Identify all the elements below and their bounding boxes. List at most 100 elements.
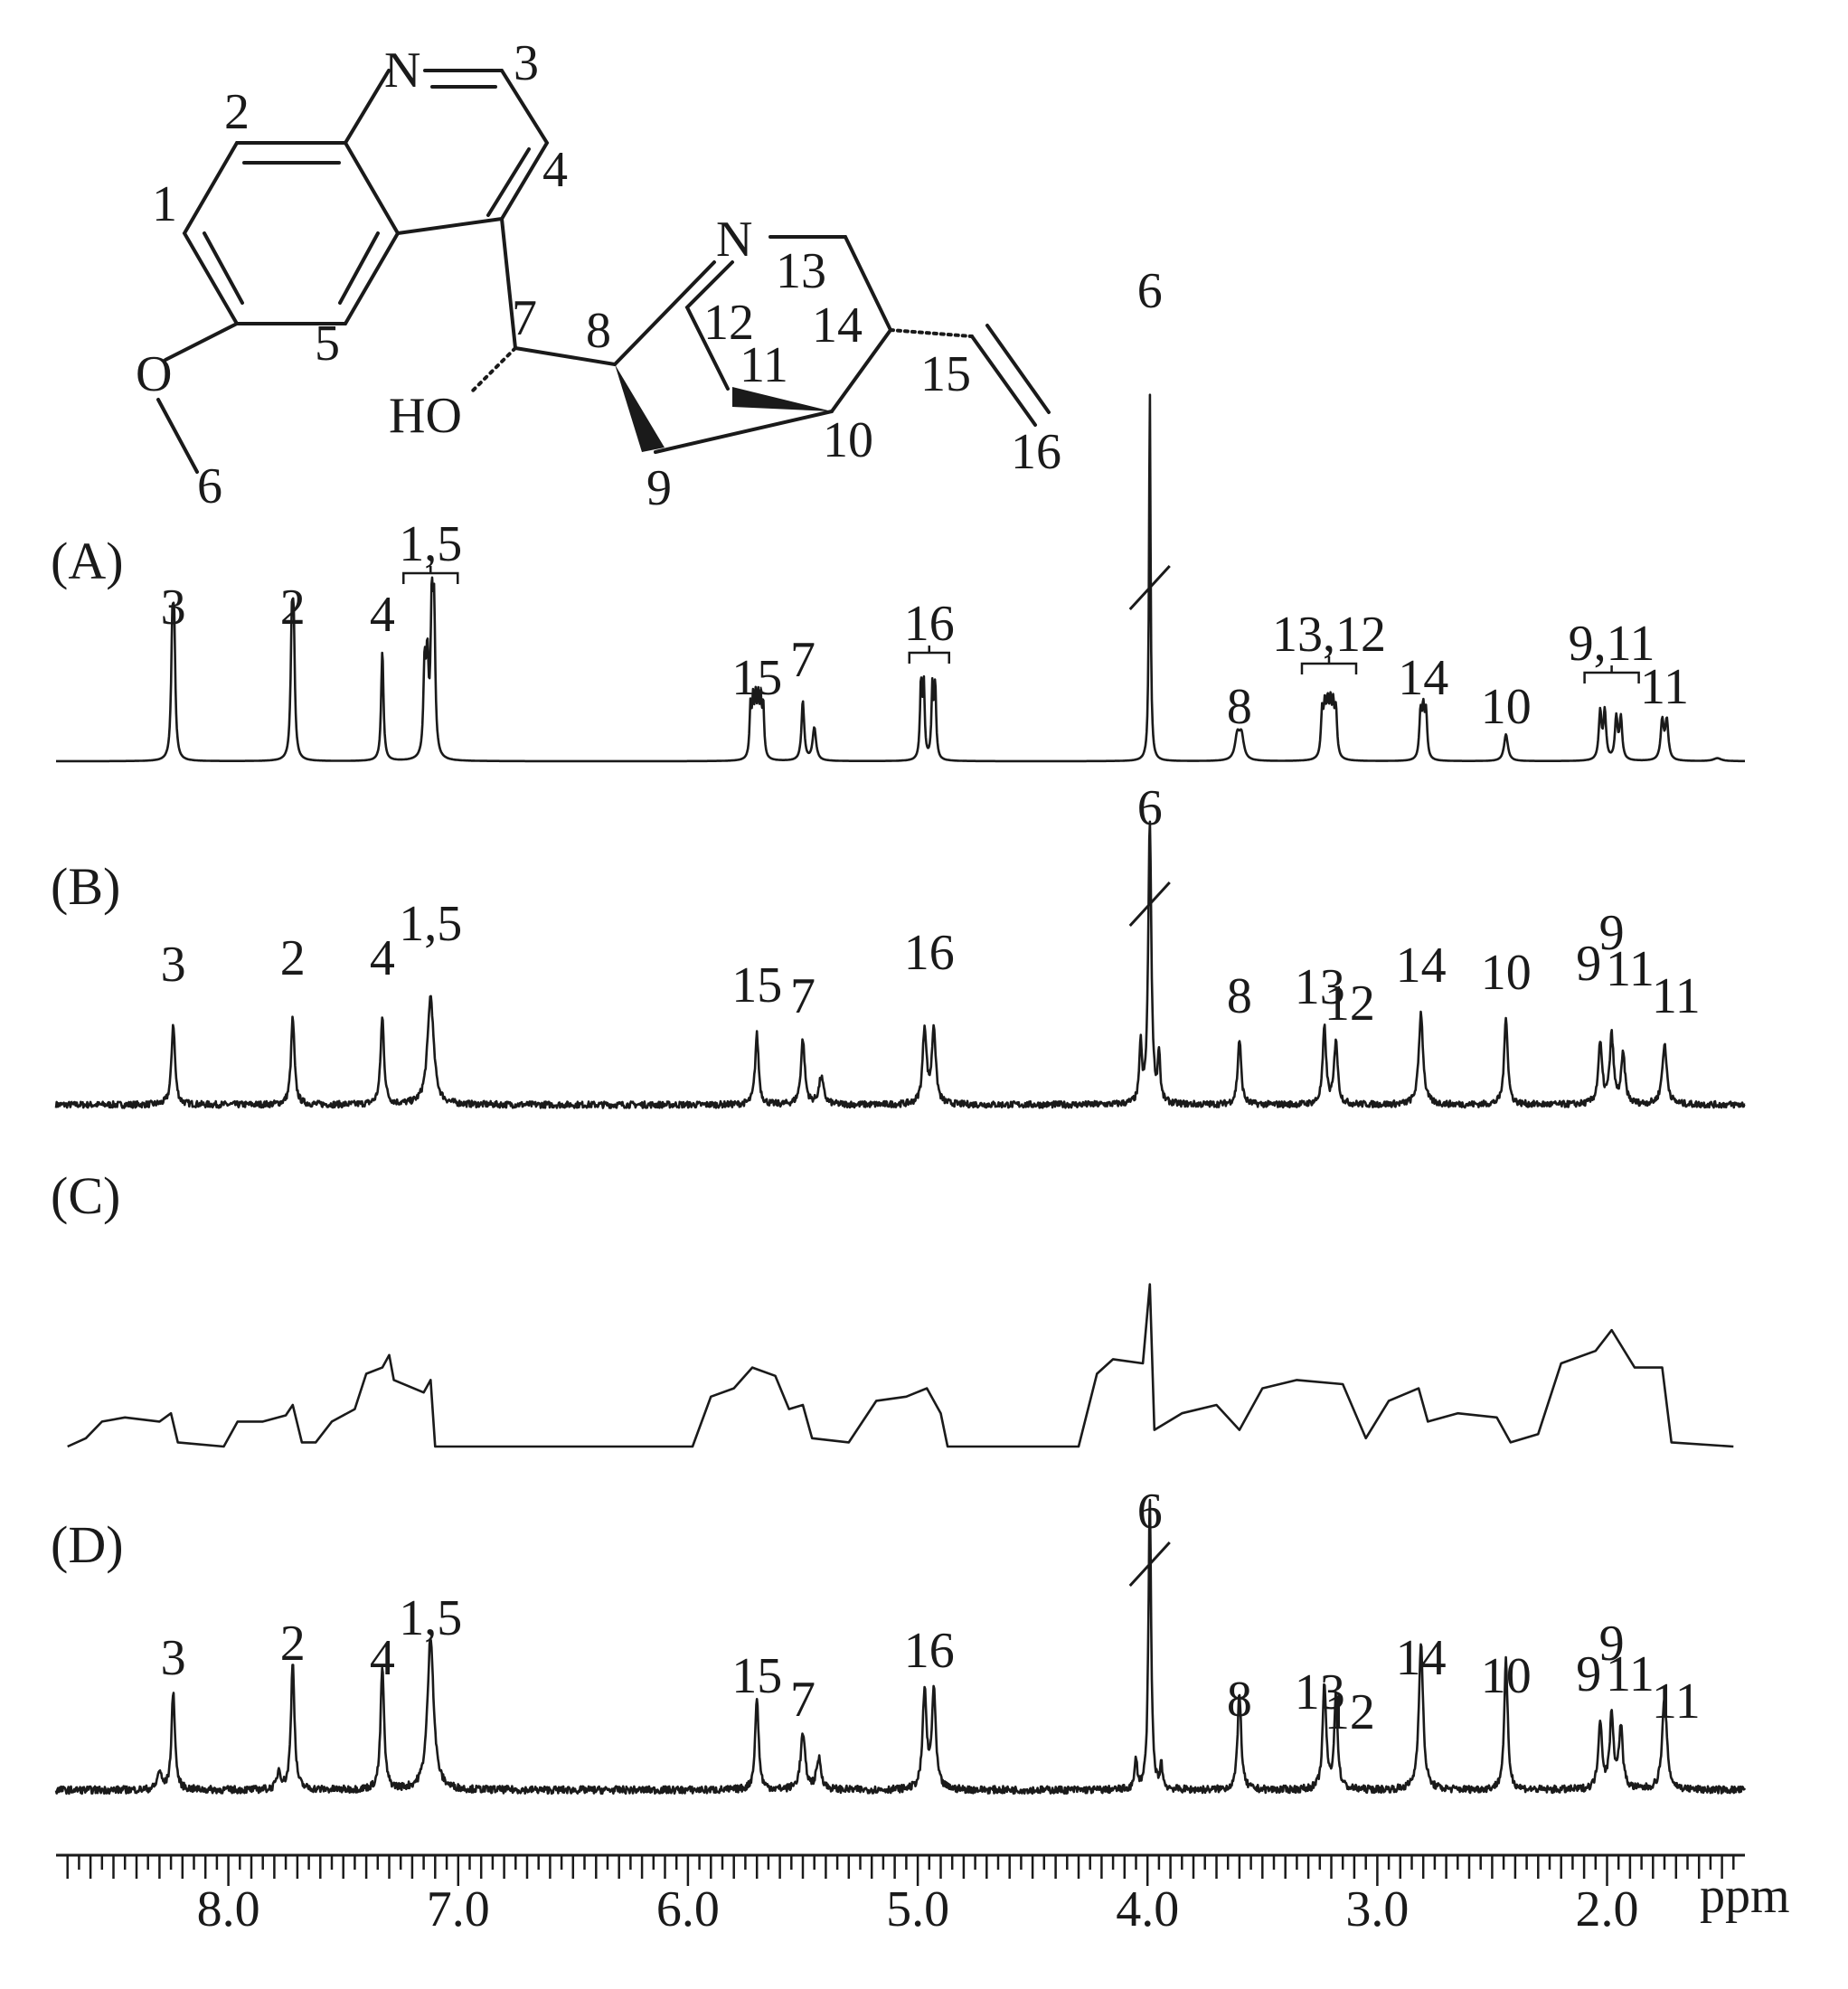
position-number: 1 — [152, 176, 177, 232]
bond — [203, 231, 244, 305]
peak-bracket — [908, 646, 951, 664]
peak-label: 9 — [1576, 1646, 1601, 1702]
peak-label: 15 — [731, 1648, 782, 1704]
peak-label: 3 — [161, 580, 186, 636]
spectrum-trace-b — [54, 820, 1746, 1109]
peak-label: 3 — [161, 1630, 186, 1686]
peak-label: 11 — [1606, 1646, 1655, 1702]
peak-label: 12 — [1325, 1684, 1375, 1740]
peak-label: 1,5 — [399, 896, 462, 952]
bond — [156, 398, 199, 474]
peak-label: 3 — [161, 937, 186, 993]
x-tick-label: 4.0 — [1116, 1881, 1179, 1937]
peak-label: 12 — [1325, 976, 1375, 1032]
spectrum-trace-d — [54, 1498, 1747, 1796]
bond — [338, 231, 380, 305]
panel-label-c: (C) — [51, 1166, 120, 1225]
atom-hydroxyl: HO — [389, 388, 462, 444]
position-number: 5 — [315, 316, 340, 372]
position-number: 14 — [812, 297, 863, 353]
peak-label: 11 — [1652, 968, 1701, 1024]
peak-label: 11 — [1606, 941, 1655, 997]
position-number: 7 — [512, 290, 537, 346]
peak-label: 16 — [904, 925, 955, 981]
peak-bracket — [402, 566, 459, 584]
peak-label: 4 — [370, 1630, 395, 1686]
peak-label: 8 — [1227, 1672, 1252, 1728]
peak-label: 16 — [904, 596, 955, 652]
peak-label: 8 — [1227, 679, 1252, 735]
peak-label: 10 — [1481, 1648, 1532, 1704]
x-tick-label: 7.0 — [427, 1881, 490, 1937]
peak-label: 15 — [731, 650, 782, 706]
peak-label: 7 — [790, 968, 816, 1024]
peak-label: 8 — [1227, 968, 1252, 1024]
bond — [396, 69, 550, 235]
peak-label: 10 — [1481, 945, 1532, 1001]
peak-label: 14 — [1396, 1630, 1447, 1686]
peak-label: 9 — [1576, 936, 1601, 992]
bond — [889, 328, 974, 338]
spectra-group — [54, 393, 1747, 1796]
bond — [344, 69, 391, 145]
bond — [514, 346, 617, 366]
bond — [970, 335, 1037, 427]
atom-n-quinuclidine: N — [716, 212, 752, 268]
peak-label: 9 — [1599, 1616, 1625, 1672]
peak-label: 1,5 — [399, 516, 462, 572]
panel-label-d: (D) — [51, 1515, 124, 1574]
peak-label: 11 — [1640, 659, 1689, 715]
peak-label: 14 — [1396, 938, 1447, 994]
bond — [654, 410, 834, 454]
axis-break-mark — [1128, 564, 1171, 611]
position-number: 16 — [1011, 424, 1061, 480]
peak-label: 16 — [904, 1623, 955, 1679]
panel-label-b: (B) — [51, 857, 120, 916]
position-number: 6 — [197, 458, 222, 514]
atom-n-quinoline: N — [384, 42, 420, 99]
bond — [182, 141, 401, 325]
peak-label: 14 — [1398, 650, 1448, 706]
spectrum-trace-c — [67, 1283, 1734, 1448]
peak-label: 11 — [1652, 1673, 1701, 1730]
position-number: 12 — [703, 295, 754, 351]
position-number: 2 — [224, 84, 250, 140]
x-tick-label: 6.0 — [656, 1881, 720, 1937]
position-number: 15 — [920, 346, 971, 402]
position-number: 10 — [823, 412, 873, 468]
bond — [684, 260, 734, 391]
position-number: 4 — [542, 142, 568, 198]
peak-label: 9,11 — [1569, 616, 1655, 672]
position-number: 13 — [776, 243, 826, 299]
bond — [768, 235, 893, 413]
x-tick-label: 5.0 — [886, 1881, 949, 1937]
peak-label: 6 — [1137, 263, 1163, 319]
atom-o-methoxy: O — [136, 346, 172, 402]
position-number: 9 — [646, 460, 672, 516]
chemical-structure: N N O HO 1 2 3 4 5 6 7 8 9 10 11 12 13 1… — [136, 35, 1061, 516]
peak-label: 4 — [370, 930, 395, 986]
wedge-bond — [615, 364, 665, 452]
peak-label: 2 — [280, 580, 306, 636]
peak-label: 4 — [370, 587, 395, 643]
wedge-bond — [732, 387, 832, 411]
position-number: 8 — [586, 303, 611, 359]
peak-label: 2 — [280, 1616, 306, 1672]
x-tick-label: 8.0 — [197, 1881, 260, 1937]
peak-label: 15 — [731, 957, 782, 1013]
peak-bracket — [1300, 656, 1358, 674]
x-axis-unit: ppm — [1700, 1868, 1790, 1924]
peak-label: 10 — [1481, 679, 1532, 735]
position-number: 11 — [740, 337, 788, 393]
bond — [613, 260, 716, 366]
bond — [164, 322, 239, 362]
bond — [985, 324, 1051, 414]
bond — [468, 346, 517, 395]
peak-label: 2 — [280, 930, 306, 986]
peak-label: 6 — [1137, 1484, 1163, 1540]
spectrum-trace-a — [55, 393, 1746, 763]
x-tick-label: 2.0 — [1576, 1881, 1639, 1937]
